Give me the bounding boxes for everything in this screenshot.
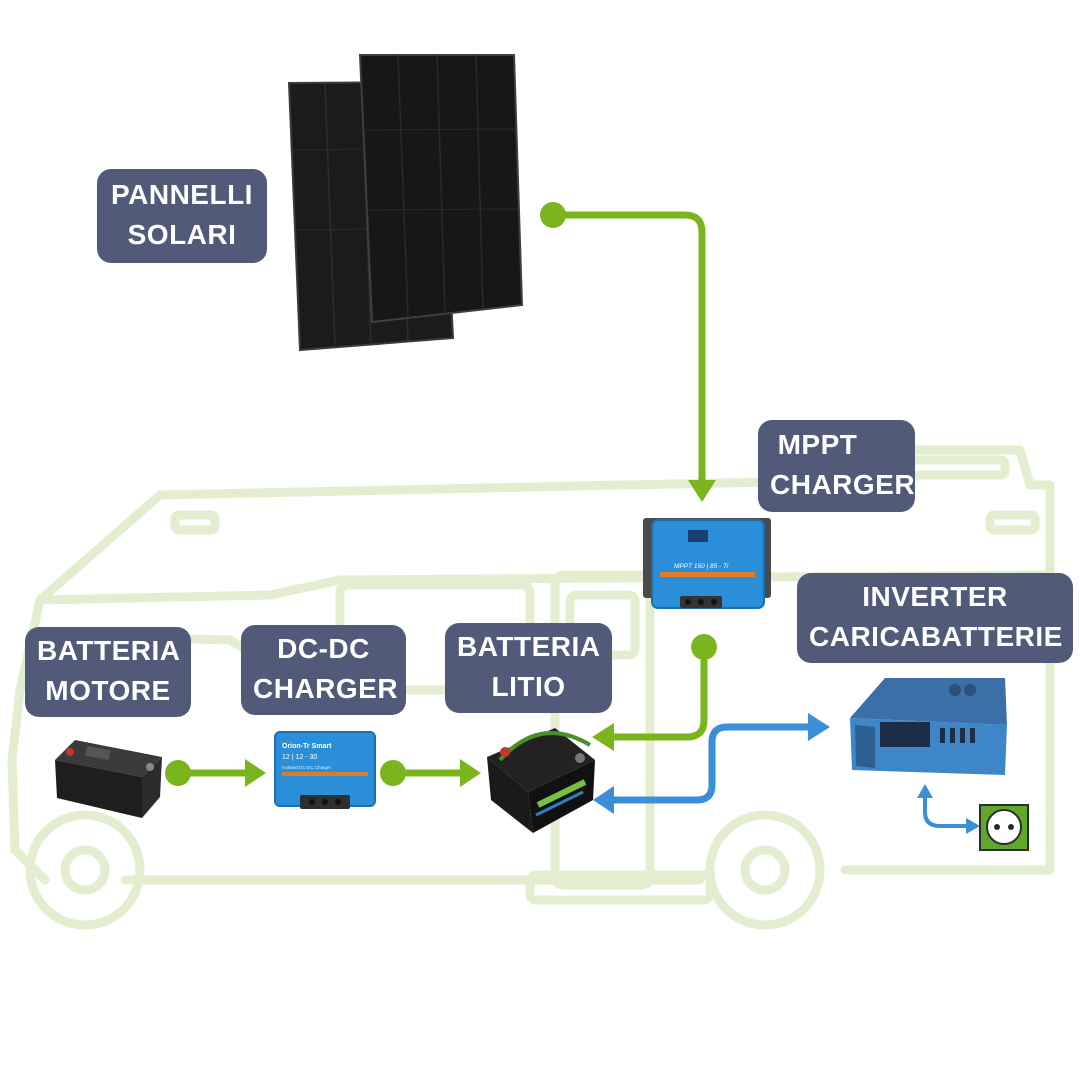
dcdc-subtitle-text: Isolated DC-DC Charger [282,765,332,770]
label-line: MPPT [777,429,858,460]
dcdc-model-text: 12 | 12 - 30 [282,754,317,761]
label-line: LITIO [491,671,566,702]
arrowhead-right [245,759,266,787]
label-dcdc-charger: DC-DC CHARGER [241,625,406,715]
arrowhead-up [917,784,933,798]
lithium-battery-image [487,728,595,833]
flow-mppt-to-lithium [592,634,717,751]
dcdc-brand-text: Orion-Tr Smart [282,743,332,750]
flow-lithium-inverter [593,713,830,814]
arrowhead-right [808,713,830,741]
arrowhead-left [593,786,614,814]
label-line: MOTORE [45,675,171,706]
inverter-charger-image [850,678,1007,775]
solar-panel-front [358,54,524,324]
label-line: BATTERIA [37,635,181,666]
engine-battery-image [55,740,162,818]
label-line: BATTERIA [457,631,601,662]
label-mppt-charger: MPPT CHARGER [758,420,915,512]
label-lithium-battery: BATTERIA LITIO [445,623,612,713]
flow-engine-to-dcdc [165,759,266,787]
power-socket-icon [979,804,1029,851]
arrowhead-left [592,723,614,751]
label-line: CHARGER [253,673,399,704]
label-line: PANNELLI [111,179,253,210]
label-solar-panels: PANNELLI SOLARI [97,169,267,263]
arrowhead-right [966,818,980,834]
label-engine-battery: BATTERIA MOTORE [25,627,191,717]
dcdc-charger-image: Orion-Tr Smart 12 | 12 - 30 Isolated DC-… [274,731,376,809]
flow-dcdc-to-lithium [380,759,481,787]
label-line: DC-DC [277,633,370,664]
flow-solar-to-mppt [540,202,716,502]
label-line: INVERTER [862,581,1008,612]
label-inverter-charger: INVERTER CARICABATTERIE [797,573,1073,663]
mppt-model-text: MPPT 150 | 85 - Tr [674,563,730,570]
label-line: SOLARI [127,219,237,250]
arrowhead-down [688,480,716,502]
solar-panels-image [287,54,524,352]
label-line: CHARGER [770,469,916,500]
arrowhead-right [460,759,481,787]
label-line: CARICABATTERIE [809,621,1063,652]
mppt-charger-image: MPPT 150 | 85 - Tr [643,518,771,609]
flow-inverter-socket [917,784,980,834]
